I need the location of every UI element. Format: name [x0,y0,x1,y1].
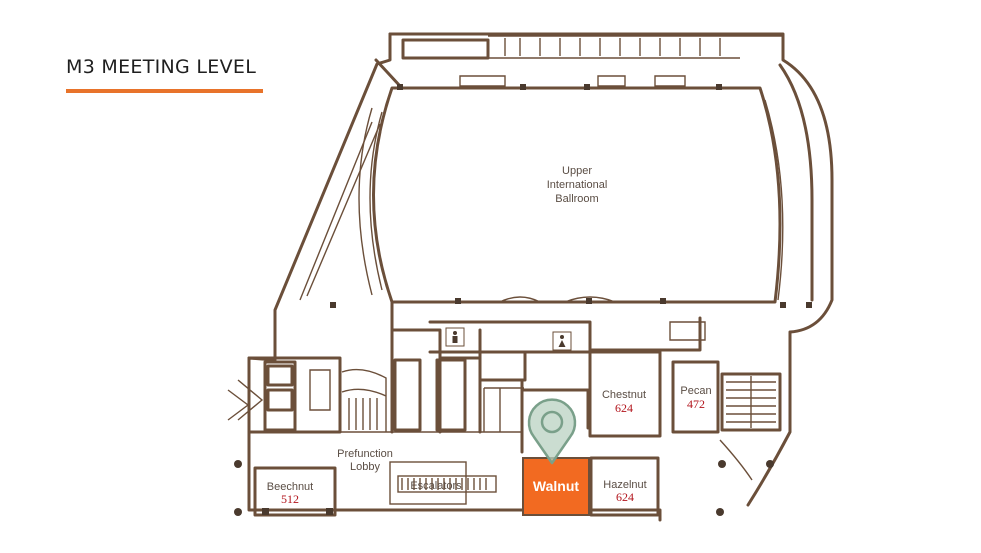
room-beechnut[interactable]: Beechnut 512 [253,466,337,517]
hazelnut-label: Hazelnut [603,479,646,491]
pecan-label: Pecan [680,385,711,397]
room-chestnut[interactable]: Chestnut 624 [588,350,662,438]
ballroom-label-1: Upper [562,165,592,177]
pecan-capacity: 472 [687,397,705,411]
right-stair [719,372,782,481]
room-pecan[interactable]: Pecan 472 [671,360,720,434]
beechnut-capacity: 512 [281,492,299,506]
ballroom-label-3: Ballroom [555,193,598,205]
service-core [390,296,706,454]
prefunction-label-1: Prefunction [337,448,393,460]
restroom-icon [445,327,465,347]
walnut-label: Walnut [533,478,579,494]
building-outline [247,32,834,522]
restroom-icon [552,331,572,351]
ballroom[interactable]: Upper International Ballroom [330,75,812,308]
room-hazelnut[interactable]: Hazelnut 624 [589,456,660,517]
chestnut-label: Chestnut [602,389,646,401]
exterior-columns [234,460,774,516]
prefunction-lobby[interactable]: Prefunction Lobby [337,431,522,473]
title-underline [66,89,263,93]
room-walnut[interactable]: Walnut [522,457,590,516]
location-pin-icon [527,398,577,465]
stair-core [227,356,387,434]
ballroom-label-2: International [547,179,608,191]
escalators-label: Escalators [410,480,462,492]
prefunction-label-2: Lobby [350,461,380,473]
escalators: Escalators [389,461,497,505]
chestnut-capacity: 624 [615,401,633,415]
beechnut-label: Beechnut [267,481,313,493]
hazelnut-capacity: 624 [616,490,634,504]
map-title: M3 MEETING LEVEL [66,56,257,78]
